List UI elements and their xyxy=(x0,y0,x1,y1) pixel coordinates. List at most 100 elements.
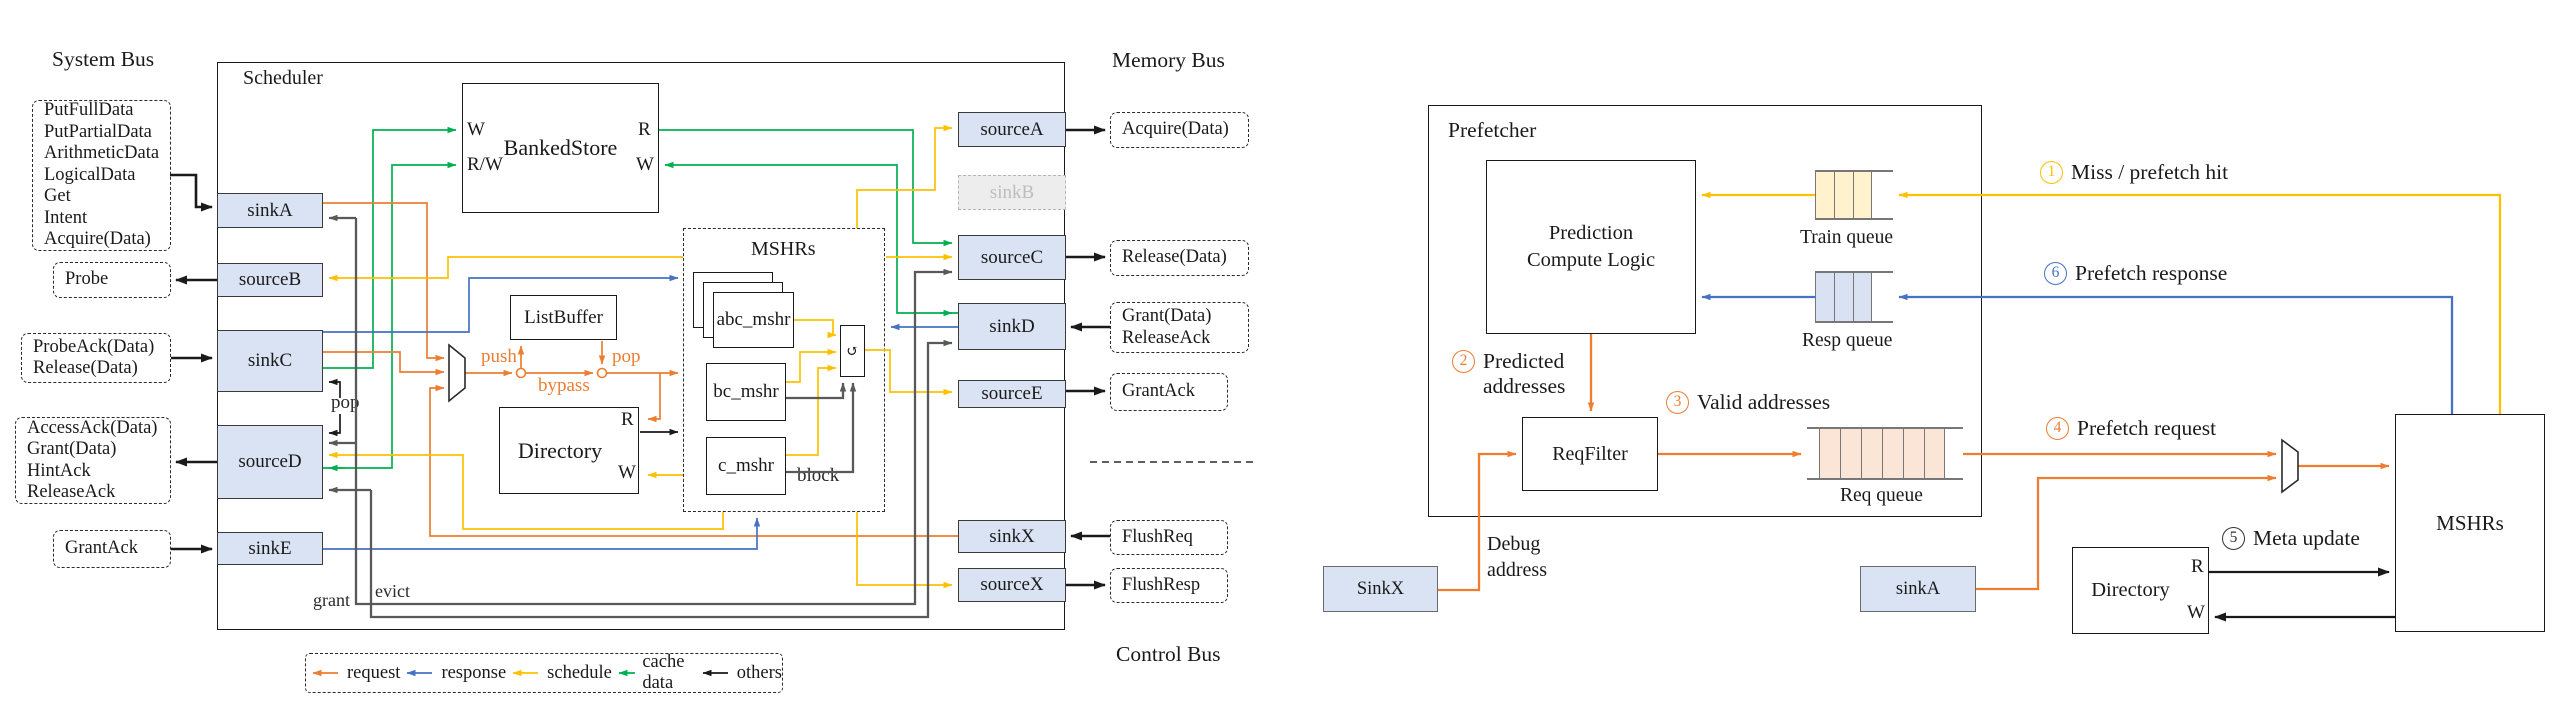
others-arrow-icon xyxy=(702,669,728,677)
legend: request response schedule cache data oth… xyxy=(305,652,783,694)
req-queue-icon xyxy=(1807,427,1963,480)
response-arrow-icon xyxy=(406,669,433,677)
req-queue-label: Req queue xyxy=(1840,485,1923,506)
request-arrow-icon xyxy=(312,669,338,677)
req-filter: ReqFilter xyxy=(1522,417,1658,491)
prefetch-sinkX-label: SinkX xyxy=(1356,578,1405,599)
port-sourceE: sourceE xyxy=(958,380,1066,408)
port-sinkA: sinkA xyxy=(217,193,323,228)
prefetcher-title: Prefetcher xyxy=(1448,118,1537,142)
legend-item-others: others xyxy=(696,663,782,684)
msg-grantack-out: GrantAck xyxy=(1110,373,1228,411)
system-bus-title: System Bus xyxy=(52,47,155,71)
msg-channel-a-in-text: PutFullData PutPartialData ArithmeticDat… xyxy=(44,100,160,250)
msg-channel-c-in: ProbeAck(Data) Release(Data) xyxy=(21,333,171,383)
port-sourceE-label: sourceE xyxy=(981,383,1043,404)
prediction-compute-logic: Prediction Compute Logic xyxy=(1486,160,1696,334)
annotation-6-text: Prefetch response xyxy=(2075,261,2228,285)
list-buffer-label: ListBuffer xyxy=(524,306,603,328)
legend-item-request: request xyxy=(306,663,400,684)
port-sinkD: sinkD xyxy=(958,303,1066,350)
directory-left-pin-r: R xyxy=(621,409,634,430)
port-sourceB-label: sourceB xyxy=(238,269,302,290)
legend-label-schedule: schedule xyxy=(547,662,612,683)
prediction-compute-logic-label: Prediction Compute Logic xyxy=(1526,222,1656,271)
circled-4-icon: 4 xyxy=(2046,417,2069,440)
prefetch-sinkA-label: sinkA xyxy=(1895,578,1941,599)
annotation-5-text: Meta update xyxy=(2253,526,2360,550)
port-sinkC-label: sinkC xyxy=(247,350,293,371)
port-sourceX-label: sourceX xyxy=(980,574,1044,595)
mshrs-right: MSHRs xyxy=(2395,414,2545,632)
train-queue-icon xyxy=(1815,170,1893,220)
mshrs-container-label: MSHRs xyxy=(751,238,816,260)
msg-release-out-text: Release(Data) xyxy=(1122,247,1227,268)
msg-release-out: Release(Data) xyxy=(1110,240,1249,276)
port-sourceA: sourceA xyxy=(958,112,1066,147)
c-mshr-label: c_mshr xyxy=(718,455,774,476)
bypass-wire-label: bypass xyxy=(538,375,590,396)
directory-right-label: Directory xyxy=(2091,579,2170,601)
abc-mshr: abc_mshr xyxy=(713,292,794,348)
control-bus-title: Control Bus xyxy=(1116,642,1221,666)
port-sinkE: sinkE xyxy=(217,532,323,565)
legend-item-cache-data: cache data xyxy=(612,652,696,694)
mshrs-right-label: MSHRs xyxy=(2436,510,2504,535)
bc-mshr: bc_mshr xyxy=(706,363,786,421)
annotation-prefetch-request: 4 Prefetch request xyxy=(2046,416,2216,441)
grant-wire-label: grant xyxy=(313,590,350,610)
msg-channel-d-out: AccessAck(Data) Grant(Data) HintAck Rele… xyxy=(15,417,171,504)
push-wire-label: push xyxy=(481,346,517,367)
port-sourceD: sourceD xyxy=(217,425,323,499)
port-sourceC-label: sourceC xyxy=(980,246,1044,268)
circled-6-icon: 6 xyxy=(2044,262,2067,285)
port-sourceB: sourceB xyxy=(217,263,323,297)
legend-label-cache-data: cache data xyxy=(642,652,685,693)
banked-store-pin-r-right: R xyxy=(638,119,651,140)
annotation-4-text: Prefetch request xyxy=(2077,416,2217,440)
annotation-valid-addresses: 3 Valid addresses xyxy=(1666,390,1830,415)
annotation-2-text: Predicted addresses xyxy=(1483,349,1566,398)
port-sinkD-label: sinkD xyxy=(989,315,1035,337)
directory-left-label: Directory xyxy=(517,437,603,463)
mux-icon-right xyxy=(2281,438,2299,494)
legend-label-request: request xyxy=(347,662,401,683)
port-sinkE-label: sinkE xyxy=(248,537,292,559)
banked-store-pin-w-left: W xyxy=(467,119,485,140)
prefetch-sinkX: SinkX xyxy=(1323,566,1438,612)
port-sinkB: sinkB xyxy=(958,175,1066,210)
debug-address-label: Debug address xyxy=(1487,533,1547,581)
banked-store-label: BankedStore xyxy=(503,135,618,160)
resp-queue-icon xyxy=(1815,271,1893,323)
msg-grant-in-text: Grant(Data) ReleaseAck xyxy=(1122,306,1212,348)
wire-miss-prefetch-hit xyxy=(1898,191,2502,414)
port-sinkX-label: sinkX xyxy=(989,525,1035,547)
legend-label-others: others xyxy=(736,662,782,683)
mshr-arbiter: ↺ xyxy=(840,325,865,377)
schedule-arrow-icon xyxy=(512,669,539,677)
pop-wire-label: pop xyxy=(612,346,641,367)
banked-store: BankedStore xyxy=(462,83,659,213)
directory-left-pin-w: W xyxy=(618,462,636,483)
block-wire-label: block xyxy=(797,465,840,486)
msg-flushreq-in-text: FlushReq xyxy=(1122,526,1193,547)
req-filter-label: ReqFilter xyxy=(1552,442,1628,465)
msg-probe-out-text: Probe xyxy=(65,269,109,290)
legend-item-response: response xyxy=(400,663,506,684)
list-buffer: ListBuffer xyxy=(510,295,617,340)
annotation-miss-prefetch-hit: 1 Miss / prefetch hit xyxy=(2040,160,2228,185)
circled-1-icon: 1 xyxy=(2040,161,2063,184)
banked-store-pin-w-right: W xyxy=(636,154,654,175)
port-sourceA-label: sourceA xyxy=(980,118,1044,140)
arbiter-rotate-icon: ↺ xyxy=(846,343,859,360)
port-sinkB-label: sinkB xyxy=(989,181,1035,203)
wire-a-in xyxy=(170,173,213,212)
port-sourceC: sourceC xyxy=(958,235,1066,280)
annotation-predicted-addresses: 2 Predicted addresses xyxy=(1452,349,1565,399)
msg-channel-d-out-text: AccessAck(Data) Grant(Data) HintAck Rele… xyxy=(27,417,158,503)
cache-data-arrow-icon xyxy=(618,669,636,677)
bc-mshr-label: bc_mshr xyxy=(713,381,779,402)
msg-channel-c-in-text: ProbeAck(Data) Release(Data) xyxy=(33,336,155,379)
circled-3-icon: 3 xyxy=(1666,391,1689,414)
msg-probe-out: Probe xyxy=(53,262,171,298)
